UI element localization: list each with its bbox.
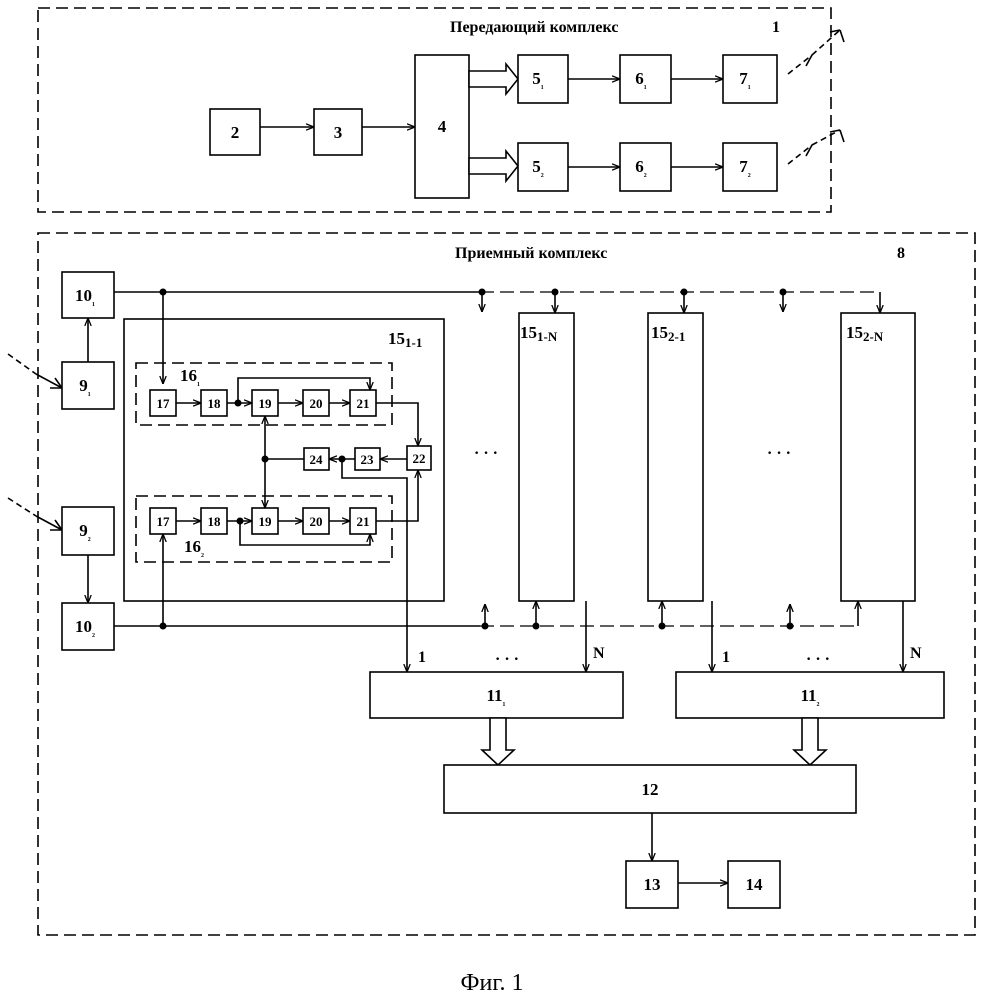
node-21-top-label: 21	[357, 396, 370, 411]
ellipsis-15-group-1: · · ·	[474, 445, 498, 462]
node-17-top-label: 17	[157, 396, 171, 411]
channel-16-2-label: 16₂	[184, 537, 204, 558]
output-1-to-11-1	[342, 459, 407, 672]
label-input-N-11-2: N	[910, 645, 922, 662]
bus-arrow-4-5-1	[469, 64, 518, 94]
block-2-label: 2	[231, 123, 240, 142]
ellipsis-11-1: · · ·	[495, 651, 519, 668]
node-24-label: 24	[310, 452, 324, 467]
bus-arrow-4-5-2	[469, 151, 518, 181]
bus-arrow-11-2-12	[794, 718, 826, 765]
transmit-number: 1	[772, 19, 780, 36]
ellipsis-11-2: · · ·	[806, 651, 830, 668]
node-20-bottom-label: 20	[310, 514, 323, 529]
node-17-bottom-label: 17	[157, 514, 171, 529]
transmit-complex: Передающий комплекс 1 2 3 4 5₁ 5₂ 6₁ 6₂ …	[38, 8, 844, 212]
block-12-label: 12	[642, 780, 659, 799]
node-22-label: 22	[413, 451, 426, 466]
block-14-label: 14	[746, 875, 764, 894]
label-input-1-11-1: 1	[418, 649, 426, 666]
block-4-label: 4	[438, 117, 447, 136]
block-15-2-N-label: 152-N	[846, 323, 884, 344]
node-21-bottom-label: 21	[357, 514, 370, 529]
block-15-1-N	[519, 313, 574, 601]
node-19-bottom-label: 19	[259, 514, 273, 529]
node-23-label: 23	[361, 452, 375, 467]
block-15-1-1	[124, 319, 444, 601]
label-input-N-11-1: N	[593, 645, 605, 662]
antenna-radiation-2	[788, 130, 844, 164]
node-18-bottom-label: 18	[208, 514, 222, 529]
block-15-1-1-label: 151-1	[388, 329, 422, 350]
transmit-title: Передающий комплекс	[450, 19, 618, 36]
node-19-top-label: 19	[259, 396, 273, 411]
block-15-1-N-label: 151-N	[520, 323, 558, 344]
channel-16-1-label: 16₁	[180, 366, 200, 387]
block-15-2-1	[648, 313, 703, 601]
antenna-radiation-1	[788, 30, 844, 74]
block-15-2-1-label: 152-1	[651, 323, 685, 344]
label-input-1-11-2: 1	[722, 649, 730, 666]
incoming-signal-2	[8, 498, 62, 530]
node-20-top-label: 20	[310, 396, 323, 411]
incoming-signal-1	[8, 354, 62, 388]
ellipsis-15-group-2: · · ·	[767, 445, 791, 462]
figure-caption: Фиг. 1	[461, 970, 524, 996]
receive-number: 8	[897, 245, 905, 262]
receive-title: Приемный комплекс	[455, 245, 607, 262]
receive-complex: Приемный комплекс 8 10₁ 9₁ 9₂ 10₂	[8, 233, 975, 935]
receive-frame	[38, 233, 975, 935]
block-15-2-N	[841, 313, 915, 601]
node-18-top-label: 18	[208, 396, 222, 411]
block-3-label: 3	[334, 123, 343, 142]
bus-arrow-11-1-12	[482, 718, 514, 765]
block-13-label: 13	[644, 875, 661, 894]
